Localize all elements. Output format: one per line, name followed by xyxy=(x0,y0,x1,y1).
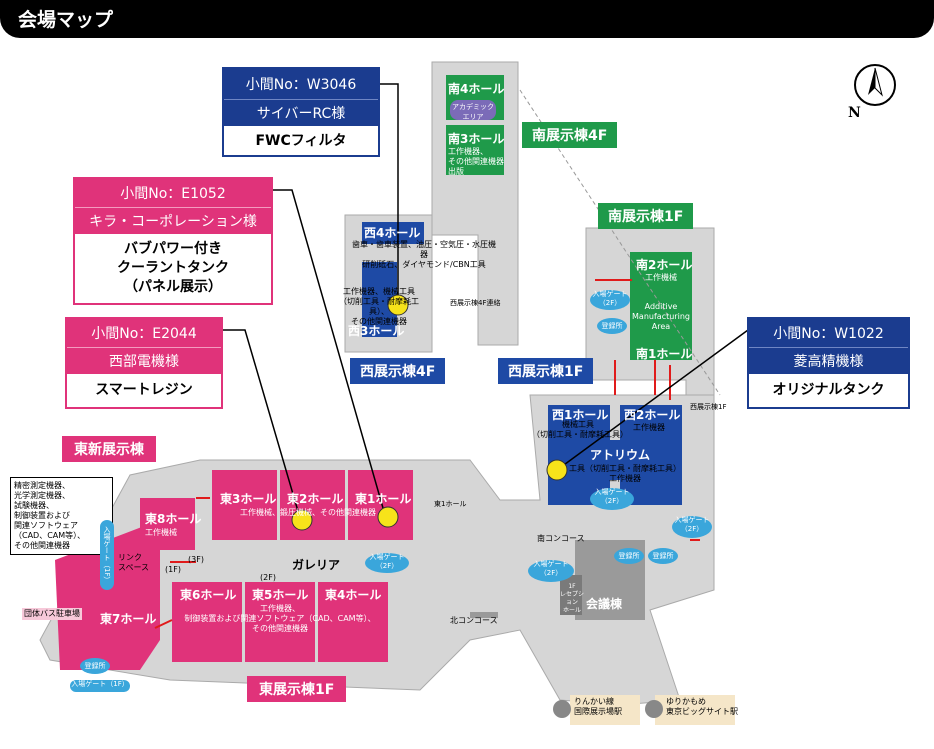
page-title: 会場マップ xyxy=(18,9,114,31)
hall-w4-desc: 歯車・歯車装置、油圧・空気圧・水圧機器 研削砥石、ダイヤモンド/CBN工具 xyxy=(352,240,496,269)
hall-s1: 南1ホール xyxy=(636,347,693,361)
hall-s4: 南4ホール xyxy=(448,82,505,96)
east1-small: 東1ホール xyxy=(434,500,467,508)
booth-number: 小間No：E1052 xyxy=(75,179,271,207)
hall-w1-desc: 機械工具 （切削工具・耐摩耗工具） xyxy=(532,420,628,439)
hall-e8-desc: 工作機械 xyxy=(145,528,177,537)
company-name: サイバーRC様 xyxy=(224,99,378,126)
company-name: 西部電機様 xyxy=(67,347,221,374)
product-name: FWCフィルタ xyxy=(255,132,347,149)
additive-label: Additive Manufacturing Area xyxy=(632,302,690,331)
product-name: スマートレジン xyxy=(95,381,193,398)
hall-w1: 西1ホール xyxy=(552,408,609,422)
hall-e2: 東2ホール xyxy=(287,492,344,506)
registration-east-side: 登録所 xyxy=(648,548,678,564)
callout-w3046: 小間No：W3046 サイバーRC様 FWCフィルタ xyxy=(222,67,380,157)
building-label-south1: 南展示棟1F xyxy=(598,203,694,229)
conference-label: 会議棟 xyxy=(586,597,623,611)
hall-w3: 西3ホール xyxy=(348,324,405,338)
registration-center: 登録所 xyxy=(614,548,644,564)
hall-s3-desc: 工作機器、 その他関連機器 出版 xyxy=(448,147,504,176)
station-markers xyxy=(553,695,735,725)
south-concourse: 南コンコース xyxy=(537,534,585,543)
building-label-east1: 東展示棟1F xyxy=(247,676,347,702)
floor-3f: (3F) xyxy=(188,555,204,564)
company-name: 菱高精機様 xyxy=(749,347,908,374)
floor-1f: (1F) xyxy=(165,565,181,574)
hall-w2-desc: 工作機器 xyxy=(633,423,665,432)
dashed-connector xyxy=(519,89,721,396)
booth-number: 小間No：E2044 xyxy=(67,319,221,347)
hall-e7: 東7ホール xyxy=(100,612,157,626)
gate-east-new: 入場ゲート（1F） xyxy=(70,680,130,692)
bus-parking: 団体バス駐車場 xyxy=(22,608,82,620)
registration-east-new: 登録所 xyxy=(80,658,110,674)
atrium-desc: 工具（切削工具・耐摩耗工具） 工作機器 xyxy=(569,464,681,483)
callout-w1022: 小間No：W1022 菱高精機様 オリジナルタンク xyxy=(747,317,910,409)
conference-area xyxy=(470,540,645,620)
hall-e6: 東6ホール xyxy=(180,588,237,602)
company-name: キラ・コーポレーション様 xyxy=(75,207,271,234)
product-name: オリジナルタンク xyxy=(772,381,885,398)
hall-e456-desc: 工作機器、 制御装置および関連ソフトウェア（CAD、CAM等）、 その他関連機器 xyxy=(184,604,376,633)
gate-vertical: 入場ゲート（1F） xyxy=(100,520,114,590)
reception-hall: 1F レセプション ホール xyxy=(559,583,584,614)
floor-2f: (2F) xyxy=(260,573,276,582)
hall-e5: 東5ホール xyxy=(252,588,309,602)
header-bar: 会場マップ xyxy=(0,0,934,38)
gate-south: 入場ゲート （2F） xyxy=(590,290,630,310)
building-label-west4: 西展示棟4F xyxy=(350,358,446,384)
hall-s2: 南2ホール xyxy=(636,258,693,272)
building-label-south4: 南展示棟4F xyxy=(522,122,618,148)
booth-markers xyxy=(291,294,568,531)
building-label-west1: 西展示棟1F xyxy=(498,358,594,384)
gate-west: 入場ゲート （2F） xyxy=(590,488,634,510)
gate-east1: 入場ゲート （2F） xyxy=(365,553,409,573)
booth-number: 小間No：W3046 xyxy=(224,69,378,99)
hall-e3: 東3ホール xyxy=(220,492,277,506)
west1-small: 西展示棟1F xyxy=(690,403,727,411)
hall-w4-desc2: 工作機器、機械工具 （切削工具・耐摩耗工具）、 その他関連機器 xyxy=(339,287,419,326)
hall-s3: 南3ホール xyxy=(448,132,505,146)
hall-w4: 西4ホール xyxy=(364,226,421,240)
callout-e2044: 小間No：E2044 西部電機様 スマートレジン xyxy=(65,317,223,409)
west4-link: 西展示棟4F連絡 xyxy=(450,299,501,307)
registration-south: 登録所 xyxy=(597,318,627,334)
callout-lines xyxy=(222,83,749,519)
galleria-label: ガレリア xyxy=(292,558,341,572)
north-concourse: 北コンコース xyxy=(450,616,498,625)
atrium: アトリウム xyxy=(590,448,651,462)
hall-e1: 東1ホール xyxy=(355,492,412,506)
hall-e123-desc: 工作機械、鍛圧機械、その他関連機器 xyxy=(240,508,376,517)
compass-icon xyxy=(854,64,896,106)
academic-area xyxy=(450,100,496,120)
hall-w2: 西2ホール xyxy=(624,408,681,422)
station-yurikamome: ゆりかもめ 東京ビッグサイト駅 xyxy=(666,697,738,716)
gate-2f-center: 入場ゲート （2F） xyxy=(528,560,574,582)
hall-s2-desc: 工作機械 xyxy=(645,273,677,282)
building-label-eastnew: 東新展示棟 xyxy=(62,436,156,462)
academic-label: アカデミック エリア xyxy=(452,103,494,121)
link-space: リンク スペース xyxy=(118,553,150,572)
route-arrows xyxy=(154,279,700,629)
product-name: バブパワー付き クーラントタンク （パネル展示） xyxy=(117,240,229,295)
gate-east-side: 入場ゲート （2F） xyxy=(672,516,712,538)
station-rinkai: りんかい線 国際展示場駅 xyxy=(574,697,622,716)
hall-e4: 東4ホール xyxy=(325,588,382,602)
callout-e1052: 小間No：E1052 キラ・コーポレーション様 バブパワー付き クーラントタンク… xyxy=(73,177,273,305)
hall-e8: 東8ホール xyxy=(145,512,202,526)
compass-label: N xyxy=(848,105,861,121)
east-new-note: 精密測定機器、 光学測定機器、 試験機器、 制御装置および 関連ソフトウェア （… xyxy=(10,477,113,555)
booth-number: 小間No：W1022 xyxy=(749,319,908,347)
east-halls xyxy=(55,470,413,670)
